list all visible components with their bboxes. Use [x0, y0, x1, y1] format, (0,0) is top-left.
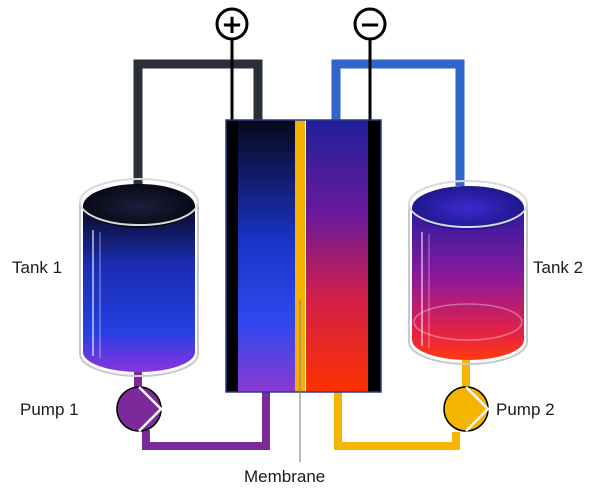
tank-2-label: Tank 2	[533, 258, 583, 277]
membrane-strip	[295, 120, 305, 392]
pump-1-chevron-icon	[138, 386, 163, 432]
membrane-label: Membrane	[244, 467, 325, 486]
pump-2-chevron-icon	[465, 386, 490, 432]
pipe-cell-to-pump2	[334, 390, 460, 450]
negative-electrode	[368, 120, 381, 392]
pump-2	[443, 386, 490, 432]
positive-electrode	[226, 120, 238, 392]
negative-terminal: −	[353, 7, 387, 41]
tank-1	[79, 178, 199, 377]
pipe-cell-to-pump1	[142, 390, 270, 450]
tank-1-label: Tank 1	[12, 258, 62, 277]
negative-terminal-symbol: −	[359, 10, 381, 40]
positive-terminal-symbol: +	[221, 10, 243, 40]
pump-1-label: Pump 1	[20, 400, 79, 419]
cell-right-half	[306, 120, 376, 392]
pipe-cell-to-tank2	[331, 59, 465, 186]
top-pipes	[133, 38, 465, 196]
pump-2-label: Pump 2	[496, 400, 555, 419]
pump-1	[116, 386, 163, 432]
tank-2	[408, 180, 528, 365]
positive-terminal: +	[215, 7, 249, 41]
cell-stack	[225, 119, 382, 393]
pipe-tank1-to-cell	[133, 59, 263, 196]
cell-outline	[225, 119, 382, 393]
